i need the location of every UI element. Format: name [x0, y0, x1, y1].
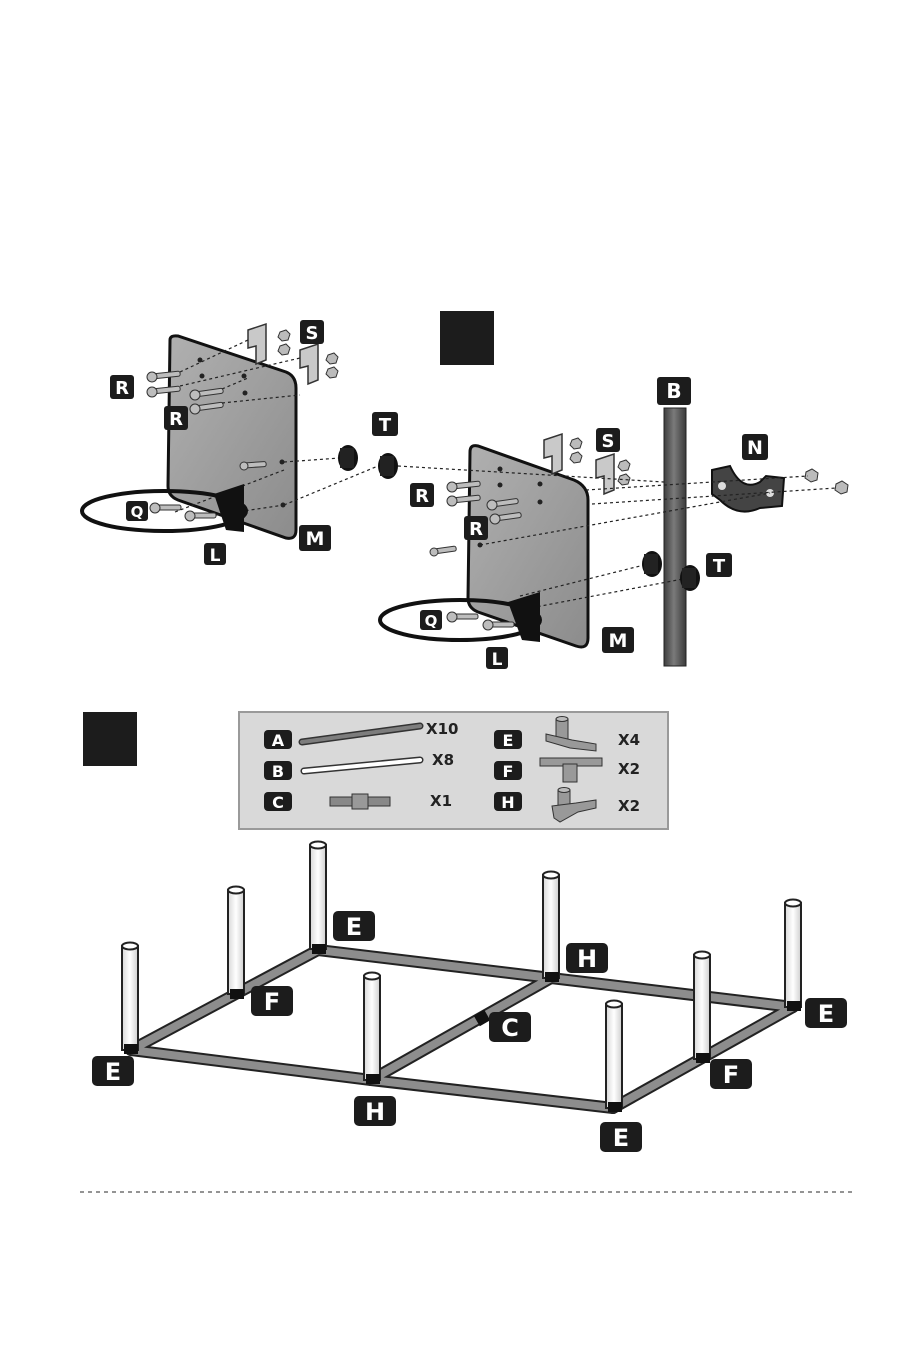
- label-s-text: S: [306, 323, 319, 344]
- legend-qty: X2: [618, 797, 640, 815]
- upright: [364, 973, 380, 1081]
- legend-qty: X1: [430, 792, 452, 810]
- frame-labels: E H F C E E H F E: [92, 911, 847, 1152]
- label-t-text: T: [713, 556, 726, 577]
- legend-letter: C: [272, 793, 284, 812]
- label-q: Q: [420, 610, 442, 630]
- upright: [122, 943, 138, 1051]
- label-t: T: [706, 553, 732, 577]
- pole-b: [664, 408, 686, 666]
- frame-label-text: C: [501, 1014, 519, 1042]
- label-m: M: [602, 627, 634, 653]
- legend-letter: E: [503, 731, 514, 750]
- legend-qty: X8: [432, 751, 454, 769]
- label-m-text: M: [609, 630, 628, 652]
- legend-qty: X10: [426, 720, 458, 738]
- frame-label-text: E: [613, 1124, 629, 1152]
- frame-label-text: E: [105, 1058, 121, 1086]
- frame-label-e: E: [805, 998, 847, 1028]
- frame-label-f: F: [251, 986, 293, 1016]
- label-l: L: [486, 647, 508, 670]
- label-r-text: R: [115, 378, 129, 399]
- label-m-text: M: [306, 528, 325, 550]
- label-t-text: T: [379, 415, 392, 436]
- frame-label-text: F: [723, 1061, 739, 1089]
- parts-legend: A X10 B X8 C: [239, 712, 668, 829]
- frame-label-f: F: [710, 1059, 752, 1089]
- label-s: S: [596, 428, 620, 452]
- legend-letter: A: [272, 731, 285, 750]
- label-r: R: [110, 375, 134, 399]
- label-b-text: B: [666, 379, 681, 403]
- label-q-text: Q: [131, 503, 144, 521]
- upright: [228, 887, 244, 995]
- legend-letter: F: [503, 762, 514, 781]
- frame-label-e: E: [92, 1056, 134, 1086]
- step-b: A X10 B X8 C: [83, 712, 847, 1152]
- label-r: R: [464, 516, 488, 540]
- label-r: R: [164, 406, 188, 430]
- label-m: M: [299, 525, 331, 551]
- frame-label-text: F: [264, 988, 280, 1016]
- legend-letter: B: [272, 762, 284, 781]
- label-b: B: [657, 377, 691, 405]
- label-r: R: [410, 483, 434, 507]
- upright: [606, 1001, 622, 1109]
- label-t: T: [372, 412, 398, 436]
- frame-label-text: E: [818, 1000, 834, 1028]
- frame-label-text: H: [577, 945, 597, 973]
- frame-label-h: H: [354, 1096, 396, 1126]
- upright: [310, 842, 326, 950]
- step-a: R R S T Q L M B S N R R T Q L M: [82, 311, 848, 670]
- step-a-badge-icon: [440, 311, 494, 365]
- label-q: Q: [126, 501, 148, 521]
- legend-qty: X2: [618, 760, 640, 778]
- label-r-text: R: [415, 486, 429, 507]
- frame-label-h: H: [566, 943, 608, 973]
- label-l-text: L: [492, 650, 503, 670]
- upright: [694, 952, 710, 1060]
- step-b-badge-icon: [83, 712, 137, 766]
- frame-uprights: [122, 842, 801, 1109]
- legend-letter: H: [501, 793, 514, 812]
- spacer-t-icons: [338, 445, 398, 479]
- label-r-text: R: [169, 409, 183, 430]
- frame-label-c: C: [489, 1012, 531, 1042]
- frame-label-text: E: [346, 913, 362, 941]
- label-q-text: Q: [425, 612, 438, 630]
- label-l-text: L: [210, 546, 221, 566]
- upright: [543, 872, 559, 979]
- label-r-text: R: [469, 519, 483, 540]
- frame-label-e: E: [333, 911, 375, 941]
- label-l: L: [204, 543, 226, 566]
- legend-qty: X4: [618, 731, 640, 749]
- upright: [785, 900, 801, 1008]
- frame-label-e: E: [600, 1122, 642, 1152]
- label-s: S: [300, 320, 324, 344]
- label-s-text: S: [602, 431, 615, 452]
- label-n: N: [742, 434, 768, 460]
- label-n-text: N: [747, 437, 763, 459]
- frame-label-text: H: [365, 1098, 385, 1126]
